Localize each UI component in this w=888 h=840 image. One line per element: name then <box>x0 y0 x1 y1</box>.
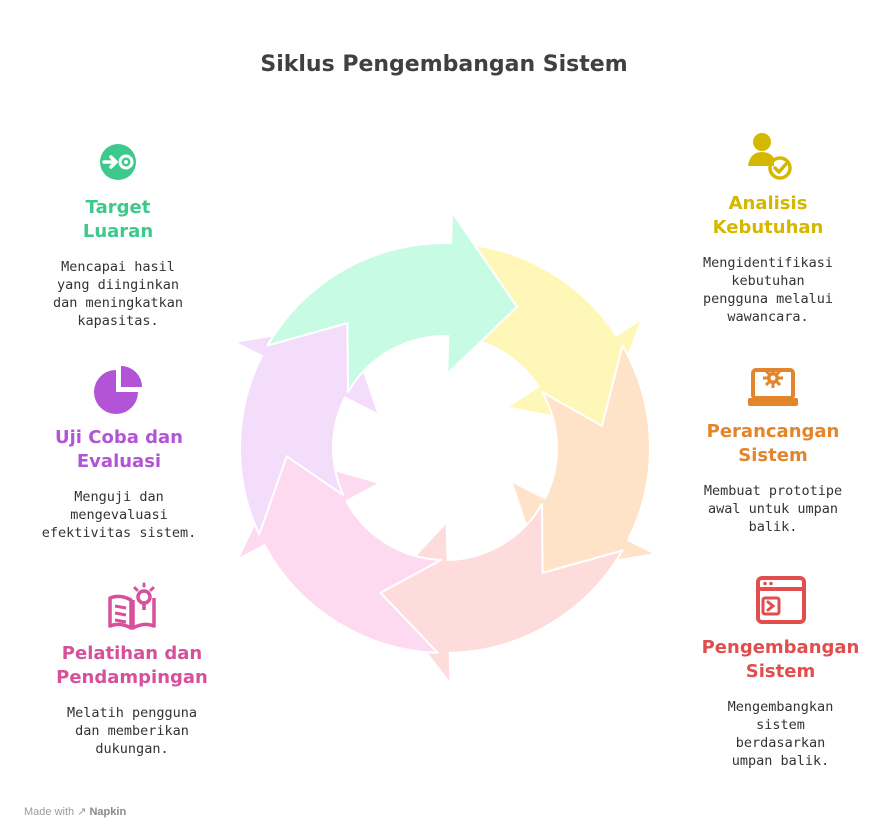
step-development-description: Mengembangkan sistem berdasarkan umpan b… <box>727 699 834 769</box>
pie-chart-icon <box>94 366 142 414</box>
step-target-description: Mencapai hasil yang diinginkan dan menin… <box>52 259 184 329</box>
step-design: Perancangan Sistem Membuat prototipe awa… <box>688 362 858 536</box>
step-testing-description: Menguji dan mengevaluasi efektivitas sis… <box>41 489 197 541</box>
book-lightbulb-icon <box>108 582 156 630</box>
cycle-arrow-analysis <box>453 242 644 427</box>
laptop-gear-icon <box>748 368 798 406</box>
cycle-arrow-testing <box>233 322 380 536</box>
napkin-logo-icon: ↗ <box>77 806 87 818</box>
step-testing-heading: Uji Coba dan Evaluasi <box>55 427 183 472</box>
cycle-arrow-design <box>510 344 657 574</box>
cycle-arrow-development <box>379 503 624 685</box>
footer-made-with: Made with <box>24 806 75 818</box>
user-check-icon <box>748 133 792 180</box>
cycle-arrow-training <box>236 455 443 654</box>
step-analysis-description: Mengidentifikasi kebutuhan pengguna mela… <box>702 255 834 325</box>
step-analysis: Analisis Kebutuhan Mengidentifikasi kebu… <box>683 128 853 326</box>
step-design-description: Membuat prototipe awal untuk umpan balik… <box>703 483 843 535</box>
step-development: Pengembangan Sistem Mengembangkan sistem… <box>688 574 873 770</box>
terminal-window-icon <box>755 576 806 624</box>
step-target: Target Luaran Mencapai hasil yang diingi… <box>34 138 202 330</box>
footer-brand: Napkin <box>89 806 127 818</box>
step-testing: Uji Coba dan Evaluasi Menguji dan mengev… <box>34 364 204 542</box>
step-training-heading: Pelatihan dan Pendampingan <box>56 643 208 688</box>
footer-credit: Made with ↗ Napkin <box>24 805 126 818</box>
diagram-title: Siklus Pengembangan Sistem <box>260 52 628 77</box>
step-training: Pelatihan dan Pendampingan Melatih pengg… <box>46 580 218 758</box>
step-analysis-heading: Analisis Kebutuhan <box>712 193 824 238</box>
step-design-heading: Perancangan Sistem <box>706 421 840 466</box>
step-development-heading: Pengembangan Sistem <box>701 637 860 682</box>
step-training-description: Melatih pengguna dan memberikan dukungan… <box>66 705 198 757</box>
step-target-heading: Target Luaran <box>82 197 154 242</box>
target-arrow-icon <box>100 144 136 180</box>
cycle-arrow-target <box>266 211 518 393</box>
